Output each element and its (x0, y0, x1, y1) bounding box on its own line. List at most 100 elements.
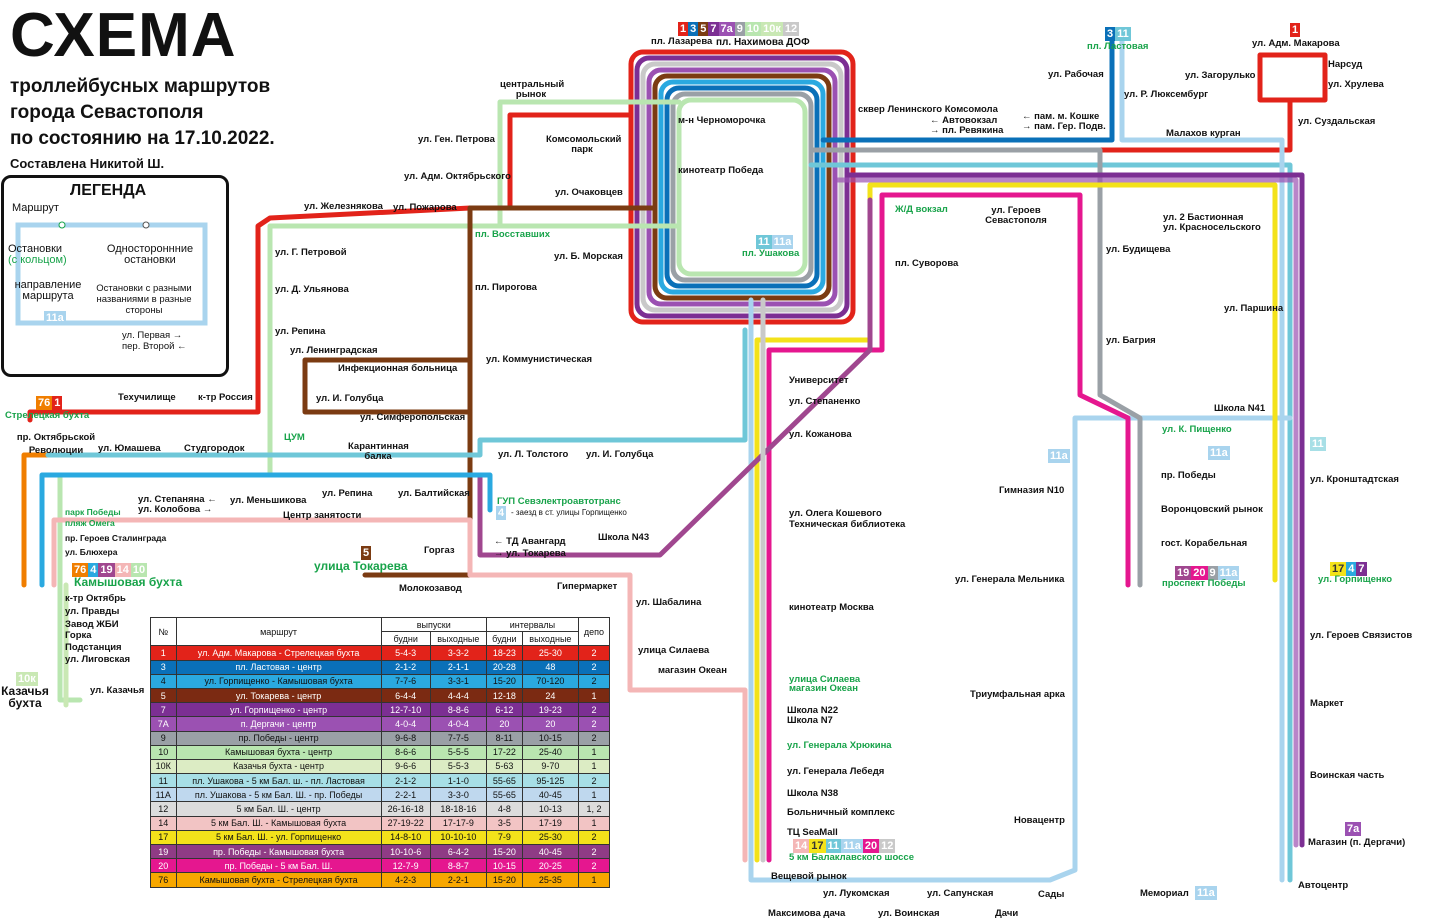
stop-silaeva: улица Силаева (638, 645, 710, 656)
intervaly-vykhodnye-cell: 40-45 (521, 843, 579, 860)
subtitle-line-2: города Севастополя (10, 102, 204, 123)
depo-cell: 2 (577, 843, 611, 860)
depo-cell: 2 (577, 716, 611, 732)
stop-malakhov: Малахов курган (1166, 128, 1241, 139)
route-name-cell: ул. Токарева - центр (175, 687, 382, 704)
vypuski-vykhodnye-cell: 6-4-2 (429, 843, 487, 860)
legend-oneway-label: Одностороннние остановки (106, 243, 194, 266)
route-line-20 (766, 192, 1131, 863)
table-header-num: № (150, 616, 177, 647)
stop-gen-lebedya: ул. Генерала Лебедя (787, 766, 885, 777)
route-line-11-west (45, 327, 748, 458)
vypuski-budni-cell: 27-19-22 (380, 815, 431, 831)
stop-ligovskaya: ул. Лиговская (65, 654, 131, 665)
stop-studgorodok: Студгородок (184, 443, 245, 454)
route-num-cell: 19 (150, 843, 177, 860)
stop-gup-note: - заезд в ст. улицы Горпищенко (511, 508, 627, 517)
stop-gorpishchenko: ул. Горпищенко (1318, 574, 1393, 585)
page-subtitle: троллейбусных маршрутов города Севастопо… (10, 74, 275, 152)
badge-group-dergachi: 7а (1345, 822, 1362, 836)
stop-narsud: Нарсуд (1328, 59, 1363, 70)
table-header-depo: депо (577, 616, 611, 647)
intervaly-budni-cell: 12-18 (485, 687, 523, 704)
route-table: № маршрут выпуски интервалы депо будни в… (150, 616, 611, 888)
stop-magazin-okean: магазин Океан (658, 665, 727, 676)
stop-pozharova: ул. Пожарова (393, 202, 457, 213)
stop-vorontsovsky: Воронцовский рынок (1161, 504, 1263, 515)
stop-tekh-biblioteka: Техническая библиотека (789, 519, 906, 530)
stop-shkola22: Школа N22 (787, 705, 839, 716)
stop-d-ulyanova: ул. Д. Ульянова (275, 284, 349, 295)
route-line-14 (51, 517, 748, 863)
table-header-vypuski: выпуски (380, 616, 487, 633)
stop-streletskaya: Стрелецкая бухта (5, 410, 90, 421)
stop-olega-koshevogo: ул. Олега Кошевого (789, 508, 882, 519)
stop-market: Маркет (1310, 698, 1344, 709)
stop-tokareva: улица Токарева (314, 559, 408, 573)
stop-kt-rossiya: к-тр Россия (198, 392, 253, 403)
route-num-cell: 3 (150, 659, 177, 675)
vypuski-vykhodnye-cell: 8-8-7 (429, 858, 487, 874)
stop-komsomolsky: Комсомольский парк (546, 134, 622, 155)
legend-title: ЛЕГЕНДА (70, 182, 147, 199)
intervaly-vykhodnye-cell: 17-19 (521, 815, 579, 831)
route-num-cell: 10К (150, 758, 177, 775)
vypuski-vykhodnye-cell: 3-3-2 (429, 645, 487, 661)
badge-group-ushakova: 11 11а (756, 235, 794, 249)
stop-parshina: ул. Паршина (1224, 303, 1284, 314)
route-name-cell: п. Дергачи - центр (175, 716, 382, 732)
route-line-3-center-ring (664, 85, 820, 289)
vypuski-vykhodnye-cell: 3-3-0 (429, 787, 487, 803)
badge-group-kamyshovaya: 76 4 19 14 10 (72, 563, 148, 577)
stop-silaeva-green: улица Силаева (789, 674, 861, 685)
legend-box (1, 175, 229, 377)
stop-voinskaya: ул. Воинская (878, 908, 940, 919)
stop-stepanyana: ул. Степаняна ← (138, 494, 217, 505)
badge-group-pr-pobedy: 19 20 9 11а (1175, 566, 1240, 580)
route-name-cell: пр. Победы - 5 км Бал. Ш. (175, 858, 382, 874)
route-line-4-center-ring (658, 79, 826, 295)
stop-leningradskaya: ул. Ленинградская (290, 345, 378, 356)
route-line-17 (754, 182, 1278, 863)
intervaly-vykhodnye-cell: 10-13 (521, 801, 579, 817)
route-num-cell: 76 (150, 872, 177, 888)
stop-infektsionnaya: Инфекционная больница (338, 363, 458, 374)
intervaly-vykhodnye-cell: 19-23 (521, 702, 579, 718)
vypuski-budni-cell: 2-1-2 (380, 659, 431, 675)
depo-cell: 2 (577, 673, 611, 689)
table-header-route: маршрут (175, 616, 382, 647)
stop-zagorulko: ул. Загорулько (1185, 70, 1256, 81)
stop-central-market: центральный рынок (500, 79, 565, 100)
route-line-19 (477, 197, 873, 558)
route-name-cell: 5 км Бал. Ш. - Камышовая бухта (175, 815, 382, 831)
intervaly-vykhodnye-cell: 48 (521, 659, 579, 675)
stop-avtotsentr: Автоцентр (1298, 880, 1349, 891)
badge-group-tokareva: 5 (361, 546, 372, 560)
stop-lastovaya: пл. Ластовая (1087, 41, 1149, 52)
stop-tsum: ЦУМ (284, 432, 305, 443)
route-num-cell: 11А (150, 787, 177, 803)
route-num-cell: 5 (150, 687, 177, 704)
stop-seamall: ТЦ SeaMall (787, 827, 838, 838)
legend-ring-label: (с кольцом) (8, 254, 67, 266)
vypuski-budni-cell: 8-6-6 (380, 744, 431, 760)
stop-vosstavshikh: пл. Восставших (475, 229, 550, 240)
route-line-11a (748, 297, 1293, 883)
route-num-cell: 9 (150, 730, 177, 746)
stop-stepanenko: ул. Степаненко (789, 396, 861, 407)
table-header-budni-2: будни (485, 631, 523, 647)
stop-pishchenko: ул. К. Пищенко (1162, 424, 1232, 435)
stop-geroev-svyazistov: ул. Героев Связистов (1310, 630, 1413, 641)
stop-veshchevoy: Вещевой рынок (771, 871, 847, 882)
stop-magazin-okean-green: магазин Океан (789, 683, 858, 694)
route-line-11-east (808, 162, 1293, 883)
intervaly-budni-cell: 15-20 (485, 872, 523, 888)
vypuski-budni-cell: 14-8-10 (380, 829, 431, 846)
vypuski-vykhodnye-cell: 4-0-4 (429, 716, 487, 732)
